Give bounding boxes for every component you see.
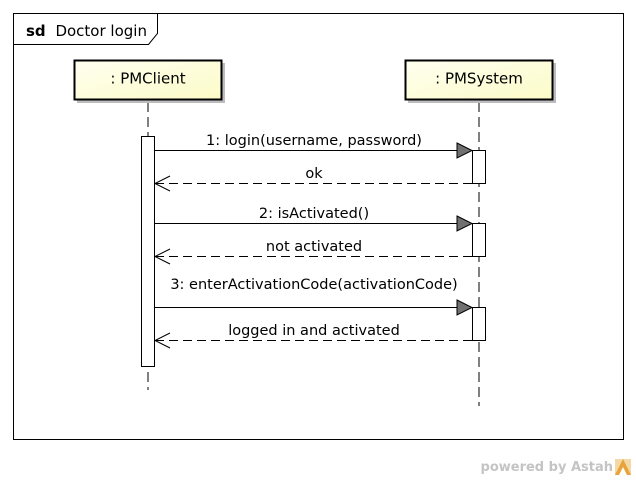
activation-bar-system-1 (472, 150, 486, 184)
activation-bar-system-3 (472, 307, 486, 341)
lifeline-head-client: : PMClient (73, 59, 225, 103)
frame-label: sd Doctor login (26, 22, 147, 40)
message-3-label: 2: isActivated() (259, 206, 369, 222)
message-6-arrowhead (153, 332, 171, 349)
watermark-text: powered by Astah (481, 460, 613, 475)
lifeline-system-label: : PMSystem (435, 70, 523, 88)
activation-bar-client (141, 136, 155, 367)
lifeline-client-label: : PMClient (110, 70, 185, 88)
message-4-label: not activated (266, 239, 362, 255)
message-3-call: 2: isActivated() (155, 206, 474, 232)
message-3-arrowhead (456, 215, 474, 232)
message-1-call: 1: login(username, password) (155, 133, 474, 159)
message-4-arrowhead (153, 248, 171, 265)
message-6-label: logged in and activated (228, 323, 400, 339)
message-2-return: ok (153, 166, 472, 192)
message-6-return: logged in and activated (153, 323, 472, 349)
lifeline-head-system: : PMSystem (404, 59, 556, 103)
frame-label-tab (13, 13, 158, 45)
message-2-arrowhead (153, 175, 171, 192)
activation-bar-system-2 (472, 223, 486, 257)
message-5-call: 3: enterActivationCode(activationCode) (155, 277, 474, 316)
watermark: powered by Astah (481, 459, 631, 475)
message-2-label: ok (305, 166, 323, 182)
message-5-label: 3: enterActivationCode(activationCode) (170, 277, 457, 293)
astah-logo-icon (615, 459, 631, 475)
message-1-arrowhead (456, 142, 474, 159)
message-5-arrowhead (456, 299, 474, 316)
frame-title: Doctor login (55, 22, 147, 40)
message-4-return: not activated (153, 239, 472, 265)
frame-keyword: sd (26, 22, 46, 40)
message-1-label: 1: login(username, password) (206, 133, 422, 149)
